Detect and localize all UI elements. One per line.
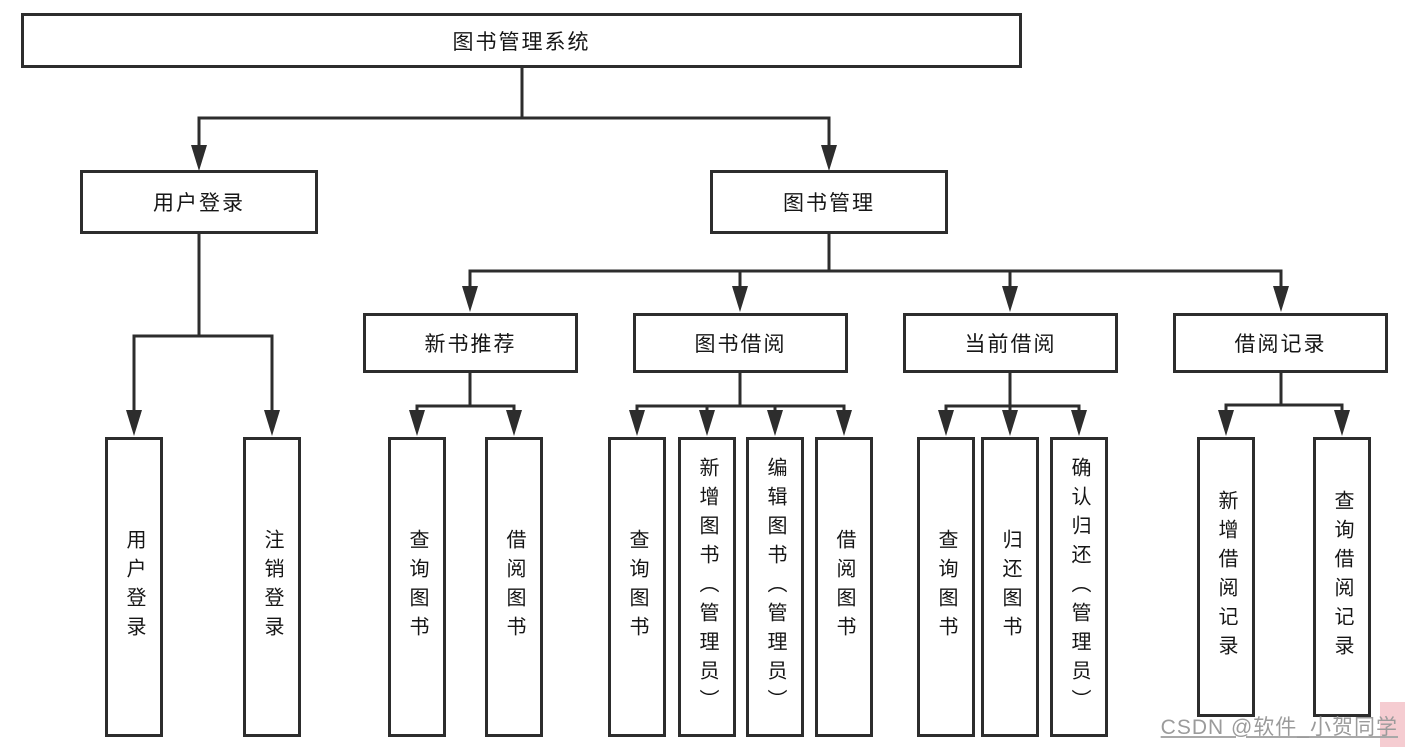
csdn-watermark: CSDN @软件_小贺同学 — [1160, 716, 1398, 739]
leaf-edit-books-admin-label: 编辑图书（管理员） — [764, 456, 786, 718]
leaf-add-borrow-record: 新增借阅记录 — [1197, 437, 1255, 717]
leaf-add-borrow-record-label: 新增借阅记录 — [1215, 490, 1237, 664]
leaf-query-borrow-record: 查询借阅记录 — [1313, 437, 1371, 717]
watermark-pink-corner — [1380, 702, 1405, 747]
leaf-logout-label: 注销登录 — [261, 529, 283, 645]
node-new-book-recommend: 新书推荐 — [363, 313, 578, 373]
leaf-borrowing-query-books: 查询图书 — [608, 437, 666, 737]
leaf-add-books-admin: 新增图书（管理员） — [678, 437, 736, 737]
leaf-add-books-admin-label: 新增图书（管理员） — [696, 456, 718, 718]
node-user-login: 用户登录 — [80, 170, 318, 234]
leaf-edit-books-admin: 编辑图书（管理员） — [746, 437, 804, 737]
leaf-recommend-query-books-label: 查询图书 — [406, 529, 428, 645]
node-book-management: 图书管理 — [710, 170, 948, 234]
leaf-return-books: 归还图书 — [981, 437, 1039, 737]
leaf-confirm-return-admin-label: 确认归还（管理员） — [1068, 456, 1090, 718]
leaf-recommend-query-books: 查询图书 — [388, 437, 446, 737]
leaf-user-login-label: 用户登录 — [123, 529, 145, 645]
node-book-borrowing: 图书借阅 — [633, 313, 848, 373]
leaf-recommend-borrow-books-label: 借阅图书 — [503, 529, 525, 645]
leaf-current-query-books-label: 查询图书 — [935, 529, 957, 645]
leaf-current-query-books: 查询图书 — [917, 437, 975, 737]
leaf-recommend-borrow-books: 借阅图书 — [485, 437, 543, 737]
node-library-system: 图书管理系统 — [21, 13, 1022, 68]
node-current-borrowing: 当前借阅 — [903, 313, 1118, 373]
leaf-borrowing-borrow-books-label: 借阅图书 — [833, 529, 855, 645]
leaf-query-borrow-record-label: 查询借阅记录 — [1331, 490, 1353, 664]
node-borrowing-records: 借阅记录 — [1173, 313, 1388, 373]
leaf-user-login: 用户登录 — [105, 437, 163, 737]
leaf-confirm-return-admin: 确认归还（管理员） — [1050, 437, 1108, 737]
leaf-borrowing-borrow-books: 借阅图书 — [815, 437, 873, 737]
leaf-logout: 注销登录 — [243, 437, 301, 737]
leaf-borrowing-query-books-label: 查询图书 — [626, 529, 648, 645]
leaf-return-books-label: 归还图书 — [999, 529, 1021, 645]
